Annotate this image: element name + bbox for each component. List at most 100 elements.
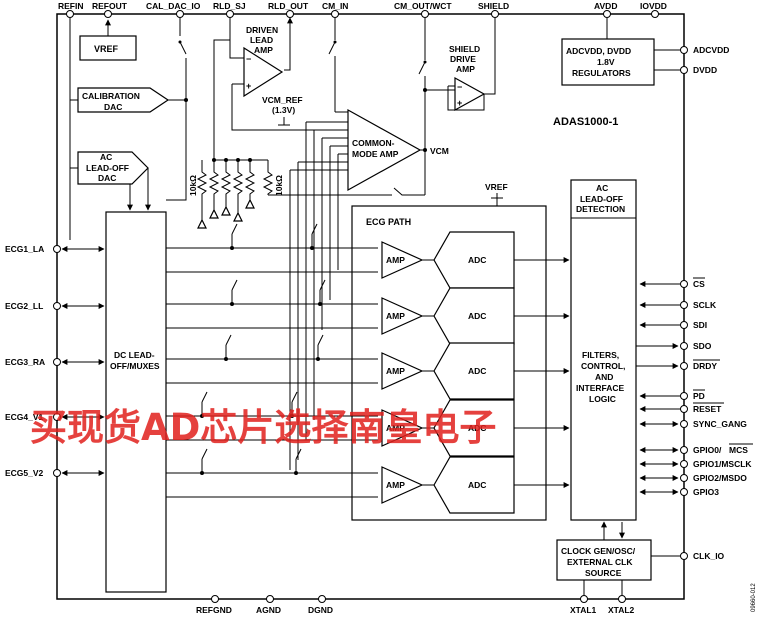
amp-triangle xyxy=(381,297,424,335)
ac-leadoff-dac-label-1: AC xyxy=(100,152,112,162)
ac-detection-label-1: AC xyxy=(596,183,608,193)
svg-text:AGND: AGND xyxy=(256,605,281,615)
pin-sdi: SDI xyxy=(639,320,707,330)
ac-leadoff-dac-label-3: DAC xyxy=(98,173,116,183)
svg-text:MCS: MCS xyxy=(729,445,748,455)
pin-gpio0: GPIO0/ MCS xyxy=(639,443,753,455)
adc-label: ADC xyxy=(468,255,486,265)
clock-label-3: SOURCE xyxy=(585,568,622,578)
amp-triangle xyxy=(381,352,424,390)
pin-pd: PD xyxy=(639,389,705,401)
adc-label: ADC xyxy=(468,480,486,490)
svg-text:PD: PD xyxy=(693,391,705,401)
pin-ecg1-la: ECG1_LA xyxy=(5,244,105,254)
svg-text:GPIO2/MSDO: GPIO2/MSDO xyxy=(693,473,747,483)
regulators xyxy=(561,38,655,86)
filters-label-1: FILTERS, xyxy=(582,350,619,360)
resistor-label-left: 10kΩ xyxy=(188,175,198,196)
svg-text:XTAL1: XTAL1 xyxy=(570,605,597,615)
amp-triangle xyxy=(381,241,424,279)
top-pin-rld-out: RLD_OUT xyxy=(268,1,309,18)
figure-code: 09660-012 xyxy=(751,583,757,612)
channel-node xyxy=(200,414,204,418)
pin-refgnd: REFGND xyxy=(196,595,232,615)
channel-node xyxy=(200,471,204,475)
channel-node xyxy=(230,246,234,250)
shield-amp-plus: + xyxy=(457,98,462,108)
svg-text:ECG2_LL: ECG2_LL xyxy=(5,301,43,311)
top-pin-cal-dac-io: CAL_DAC_IO xyxy=(146,1,201,18)
pin-drdy: DRDY xyxy=(636,359,720,371)
pin-gpio1: GPIO1/MSCLK xyxy=(639,459,752,469)
svg-text:CM_OUT/WCT: CM_OUT/WCT xyxy=(394,1,452,11)
shield-amp-label-2: DRIVE xyxy=(450,54,476,64)
ecg-path-label: ECG PATH xyxy=(366,217,411,227)
amp-label: AMP xyxy=(386,255,405,265)
svg-text:ECG5_V2: ECG5_V2 xyxy=(5,468,44,478)
svg-text:RLD_SJ: RLD_SJ xyxy=(213,1,246,11)
svg-text:REFOUT: REFOUT xyxy=(92,1,128,11)
svg-text:GPIO1/MSCLK: GPIO1/MSCLK xyxy=(693,459,752,469)
svg-text:SDO: SDO xyxy=(693,341,712,351)
driven-lead-amp xyxy=(243,46,284,98)
channel-node xyxy=(230,302,234,306)
cm-amp-label-1: COMMON- xyxy=(352,138,395,148)
amp-label: AMP xyxy=(386,480,405,490)
ac-leadoff-dac xyxy=(77,151,149,185)
clock-label-2: EXTERNAL CLK xyxy=(567,557,633,567)
channel-switch xyxy=(311,223,318,248)
ac-detection-label-2: LEAD-OFF xyxy=(580,194,623,204)
pin-gpio3: GPIO3 xyxy=(639,487,719,497)
pin-ecg3-ra: ECG3_RA xyxy=(5,357,105,367)
svg-text:CAL_DAC_IO: CAL_DAC_IO xyxy=(146,1,201,11)
svg-text:RESET: RESET xyxy=(693,404,722,414)
regulators-label-2: 1.8V xyxy=(597,57,615,67)
ac-detection-label-3: DETECTION xyxy=(576,204,625,214)
ac-leadoff-dac-label-2: LEAD-OFF xyxy=(86,163,129,173)
cm-amp-label-2: MODE AMP xyxy=(352,149,399,159)
filters-label-4: INTERFACE xyxy=(576,383,625,393)
amp-triangle xyxy=(381,466,424,504)
adc-label: ADC xyxy=(468,311,486,321)
top-pin-shield: SHIELD xyxy=(478,1,509,18)
svg-text:DGND: DGND xyxy=(308,605,333,615)
channel-input-line xyxy=(166,358,378,384)
regulators-label-1: ADCVDD, DVDD xyxy=(566,46,631,56)
shield-amp-label-1: SHIELD xyxy=(449,44,480,54)
shield-amp-label-3: AMP xyxy=(456,64,475,74)
pin-sdo: SDO xyxy=(636,341,712,351)
pin-ecg4-v1: ECG4_V1 xyxy=(5,412,105,422)
top-pin-rld-sj: RLD_SJ xyxy=(213,1,246,18)
clock-label-1: CLOCK GEN/OSC/ xyxy=(561,546,636,556)
svg-text:AVDD: AVDD xyxy=(594,1,617,11)
channel-switch xyxy=(317,334,324,359)
top-pin-refin: REFIN xyxy=(58,1,84,18)
svg-text:IOVDD: IOVDD xyxy=(640,1,667,11)
svg-text:ADCVDD: ADCVDD xyxy=(693,45,729,55)
svg-text:CM_IN: CM_IN xyxy=(322,1,348,11)
svg-text:ECG3_RA: ECG3_RA xyxy=(5,357,45,367)
shield-drive-amp xyxy=(454,76,486,112)
calibration-dac-label-1: CALIBRATION xyxy=(82,91,140,101)
svg-text:SYNC_GANG: SYNC_GANG xyxy=(693,419,747,429)
dc-leadoff-muxes xyxy=(105,211,167,593)
pin-cs: CS xyxy=(639,277,705,289)
channel-node xyxy=(310,246,314,250)
channel-switch xyxy=(295,448,302,473)
channel-switch xyxy=(291,391,298,416)
vcm-ref-label-2: (1.3V) xyxy=(272,105,295,115)
svg-text:SHIELD: SHIELD xyxy=(478,1,509,11)
channel-node xyxy=(224,357,228,361)
calibration-dac xyxy=(77,87,170,113)
regulators-label-3: REGULATORS xyxy=(572,68,631,78)
dc-leadoff-label-2: OFF/MUXES xyxy=(110,361,160,371)
top-pin-cm-in: CM_IN xyxy=(322,1,348,18)
svg-text:RLD_OUT: RLD_OUT xyxy=(268,1,309,11)
svg-text:SDI: SDI xyxy=(693,320,707,330)
pin-agnd: AGND xyxy=(256,595,281,615)
pin-ecg2-ll: ECG2_LL xyxy=(5,301,105,311)
vref-inner-label: VREF xyxy=(485,182,508,192)
top-pin-iovdd: IOVDD xyxy=(640,1,667,18)
channel-switch xyxy=(231,279,238,304)
